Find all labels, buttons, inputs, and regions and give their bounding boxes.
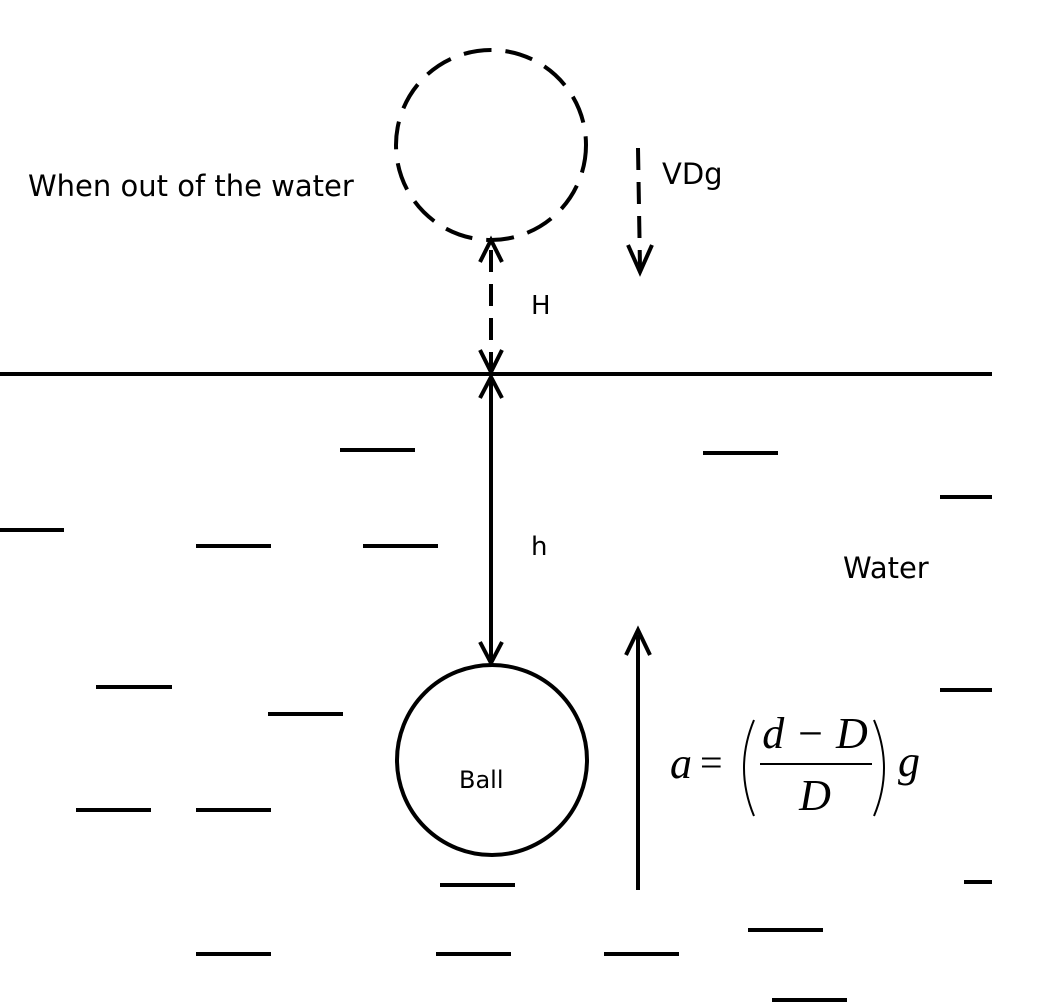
formula-equals: = [700, 740, 723, 785]
acceleration-arrow [624, 625, 652, 890]
formula-numerator: d − D [762, 709, 868, 758]
formula-left-paren [743, 719, 755, 817]
depth-below-label: h [531, 532, 547, 562]
ball-submerged [395, 663, 589, 857]
ball-label: Ball [459, 766, 504, 794]
depth-below-arrow [478, 372, 504, 668]
height-above-label: H [531, 291, 551, 321]
acceleration-formula: a = d − D D g [670, 709, 920, 820]
out-of-water-label: When out of the water [28, 169, 354, 203]
water-label: Water [843, 551, 929, 585]
formula-lhs: a [670, 739, 692, 788]
weight-force-arrow [626, 147, 654, 277]
ball-out-of-water [394, 48, 588, 242]
weight-force-label: VDg [662, 157, 723, 191]
height-above-arrow [478, 235, 504, 377]
formula-factor: g [898, 737, 920, 786]
water-dashes [0, 448, 992, 1002]
formula-right-paren [873, 719, 885, 817]
formula-denominator: D [798, 771, 831, 820]
